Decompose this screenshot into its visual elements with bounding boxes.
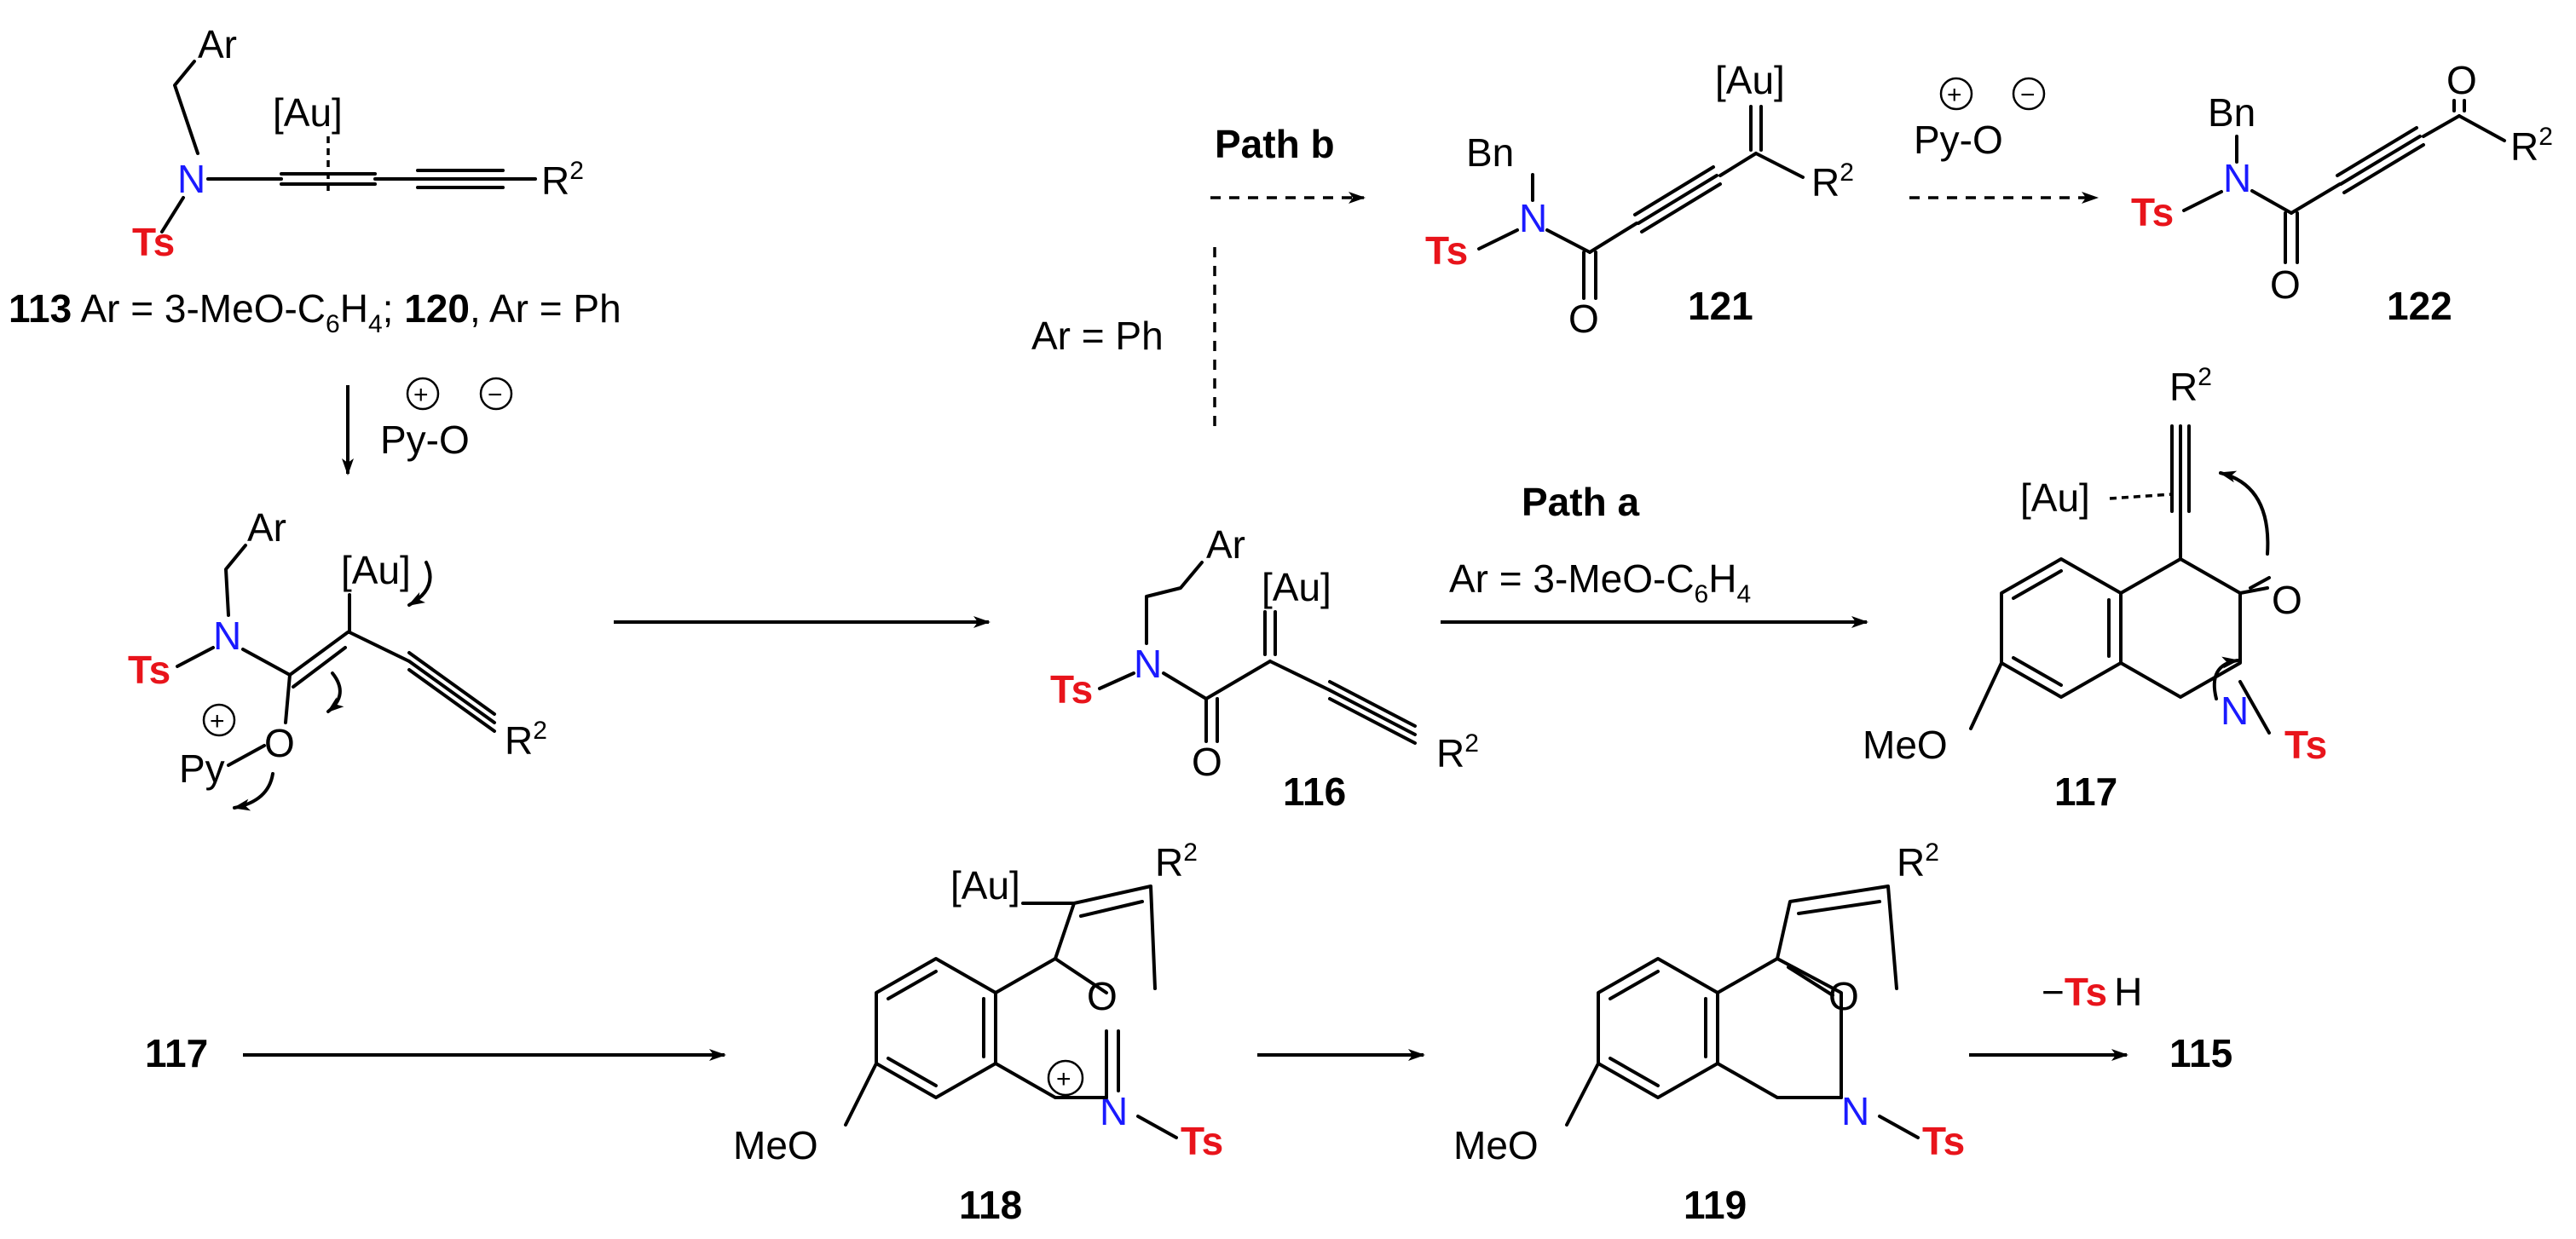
label-117-start: 117 — [145, 1031, 208, 1075]
atom-n: N — [2221, 689, 2249, 733]
label-path-b: Path b — [1215, 122, 1335, 166]
label-ts: Ts — [132, 220, 175, 264]
compound-116: Ar [Au] N Ts O R2 116 — [1050, 522, 1479, 814]
bond — [160, 196, 185, 233]
atom-o: O — [1192, 740, 1222, 784]
compound-122: O Bn N Ts O R2 122 — [2131, 58, 2553, 328]
atom-r2: R2 — [2169, 363, 2212, 409]
atom-o: O — [1087, 974, 1118, 1018]
atom-ar: Ar — [1206, 522, 1245, 567]
atom-meo: MeO — [1453, 1123, 1539, 1167]
atom-au: [Au] — [341, 548, 411, 592]
atom-py: Py — [179, 746, 225, 791]
label-115: 115 — [2169, 1031, 2232, 1075]
atom-au: [Au] — [950, 863, 1020, 908]
intermediate-ylide: Ar [Au] N Ts O Py R2 + — [128, 505, 547, 811]
atom-n: N — [1841, 1089, 1869, 1133]
atom-bn: Bn — [2208, 90, 2255, 135]
compound-121: [Au] Bn N Ts O R2 121 — [1425, 58, 1854, 341]
label-ts: Ts — [2284, 723, 2327, 767]
atom-bn: Bn — [1466, 130, 1514, 175]
atom-n: N — [1100, 1089, 1128, 1133]
atom-r2: R2 — [1897, 838, 1939, 885]
charge-plus: + — [1056, 1065, 1071, 1093]
bond — [224, 544, 247, 617]
caption-113-120: 113 Ar = 3-MeO-C6H4; 120, Ar = Ph — [9, 286, 621, 338]
atom-r2: R2 — [505, 717, 547, 763]
label-ts: Ts — [128, 648, 170, 692]
atom-n: N — [177, 157, 205, 201]
label-116: 116 — [1283, 769, 1346, 814]
label-ts: Ts — [2131, 190, 2174, 234]
atom-au: [Au] — [2020, 475, 2090, 520]
arrow-121-122: Py-O + − — [1909, 77, 2099, 204]
label-118: 118 — [959, 1183, 1022, 1227]
charge-plus: + — [413, 381, 429, 409]
atom-n: N — [1134, 642, 1162, 686]
charge-minus: − — [2020, 81, 2036, 109]
atom-au: [Au] — [273, 90, 343, 135]
compound-119: R2 O N Ts MeO 119 — [1453, 838, 1965, 1227]
atom-o: O — [1568, 297, 1599, 341]
charge-plus: + — [210, 707, 225, 735]
label-ts: Ts — [1425, 228, 1468, 273]
atom-o: O — [2446, 58, 2477, 102]
bond — [173, 60, 199, 155]
reagent-pyo: Py-O — [1914, 118, 2003, 162]
label-119: 119 — [1684, 1183, 1747, 1227]
atom-r2: R2 — [541, 157, 584, 203]
charge-minus: − — [488, 381, 503, 409]
label-ts: Ts — [1050, 667, 1093, 712]
atom-n: N — [1519, 196, 1547, 240]
atom-o: O — [264, 721, 295, 765]
path-b: Path b Ar = Ph — [1031, 122, 1366, 426]
atom-meo: MeO — [733, 1123, 818, 1167]
label-path-a-condition: Ar = 3-MeO-C6H4 — [1449, 556, 1751, 608]
atom-meo: MeO — [1863, 723, 1948, 767]
compound-118: [Au] R2 O N Ts MeO 118 + — [733, 838, 1223, 1227]
compound-117: R2 [Au] O N Ts MeO 117 — [1863, 363, 2327, 814]
atom-au: [Au] — [1715, 58, 1785, 102]
atom-r2: R2 — [2510, 123, 2553, 169]
label-121: 121 — [1688, 284, 1753, 328]
atom-r2: R2 — [1436, 729, 1479, 775]
atom-n: N — [213, 614, 241, 658]
charge-plus: + — [1947, 81, 1962, 109]
atom-r2: R2 — [1811, 158, 1854, 205]
caption-113-120-text: 113 Ar = 3-MeO-C6H4; 120, Ar = Ph — [9, 286, 621, 338]
label-ar-ph: Ar = Ph — [1031, 314, 1164, 358]
label-path-a: Path a — [1522, 480, 1639, 524]
label-117: 117 — [2054, 769, 2117, 814]
atom-o: O — [2272, 578, 2302, 622]
atom-o: O — [2270, 262, 2301, 307]
label-ts: Ts — [1922, 1119, 1965, 1163]
arrow-step-1: Py-O + − — [342, 377, 513, 475]
compound-113: Ar [Au] N Ts R2 — [132, 22, 584, 264]
atom-r2: R2 — [1155, 838, 1198, 885]
atom-ar: Ar — [247, 505, 286, 550]
label-122: 122 — [2387, 284, 2452, 328]
atom-ar: Ar — [198, 22, 237, 66]
atom-au: [Au] — [1262, 565, 1331, 609]
reagent-pyo: Py-O — [380, 418, 470, 462]
path-a: Path a Ar = 3-MeO-C6H4 — [1441, 480, 1868, 628]
label-ts: Ts — [1181, 1119, 1223, 1163]
